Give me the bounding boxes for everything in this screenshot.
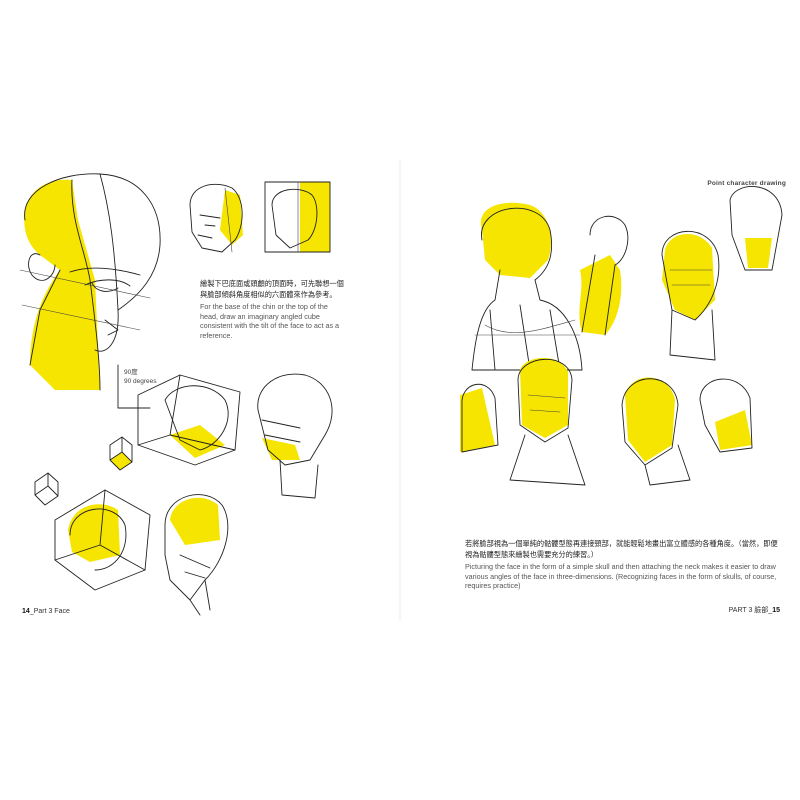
right-footer-text: PART 3 臉部_ — [728, 607, 773, 614]
running-header: Point character drawing — [707, 180, 786, 187]
right-caption: 若將臉部視為一個單純的骷髏型態再連接頸部，就能輕鬆地畫出富立體感的各種角度。（當… — [465, 538, 780, 591]
bottom-head-3 — [621, 377, 691, 486]
small-head-sketch-1 — [189, 183, 243, 253]
tilted-head-sketch — [164, 494, 229, 616]
angle-label: 90度 90 degrees — [124, 368, 157, 386]
left-page-illustrations — [19, 173, 333, 616]
bottom-head-2 — [509, 357, 586, 486]
bottom-head-1 — [460, 383, 499, 453]
right-page: Point character drawing — [400, 160, 800, 620]
cube-frame-head — [137, 374, 241, 466]
right-caption-zh: 若將臉部視為一個單純的骷髏型態再連接頸部，就能輕鬆地畫出富立體感的各種角度。（當… — [465, 539, 778, 559]
book-gutter — [398, 160, 402, 620]
right-caption-en: Picturing the face in the form of a simp… — [465, 562, 777, 590]
angle-label-en: 90 degrees — [124, 378, 157, 385]
bottom-head-4 — [699, 378, 753, 453]
left-caption: 繪製下巴底面或頭顱的頂面時，可先聯想一個與臉部傾斜角度相似的六面體來作為參考。 … — [200, 278, 345, 340]
right-angle-marker — [117, 364, 151, 409]
looking-up-head-sketch — [661, 186, 783, 361]
left-caption-en: For the base of the chin or the top of t… — [200, 302, 340, 340]
small-cube-2 — [34, 472, 59, 506]
left-page: 90度 90 degrees 繪製下巴底面或頭顱的頂面時，可先聯想一個與臉部傾斜… — [0, 160, 400, 620]
large-head-sketch — [19, 173, 161, 391]
right-page-footer: PART 3 臉部_15 — [729, 605, 780, 615]
head-block-sketch — [257, 373, 333, 499]
small-cube-1 — [109, 436, 133, 471]
left-caption-zh: 繪製下巴底面或頭顱的頂面時，可先聯想一個與臉部傾斜角度相似的六面體來作為參考。 — [200, 279, 344, 299]
back-of-head-sketch — [579, 215, 629, 336]
head-torso-sketch — [471, 202, 583, 371]
left-footer-text: _Part 3 Face — [29, 608, 70, 615]
cube-head-sketch — [264, 181, 331, 253]
right-page-number: 15 — [772, 607, 780, 614]
angle-label-zh: 90度 — [124, 369, 138, 376]
left-page-number: 14 — [22, 608, 30, 615]
cube-skull-sketch — [54, 489, 151, 591]
left-page-footer: 14_Part 3 Face — [22, 608, 70, 615]
right-page-illustrations — [460, 186, 783, 486]
